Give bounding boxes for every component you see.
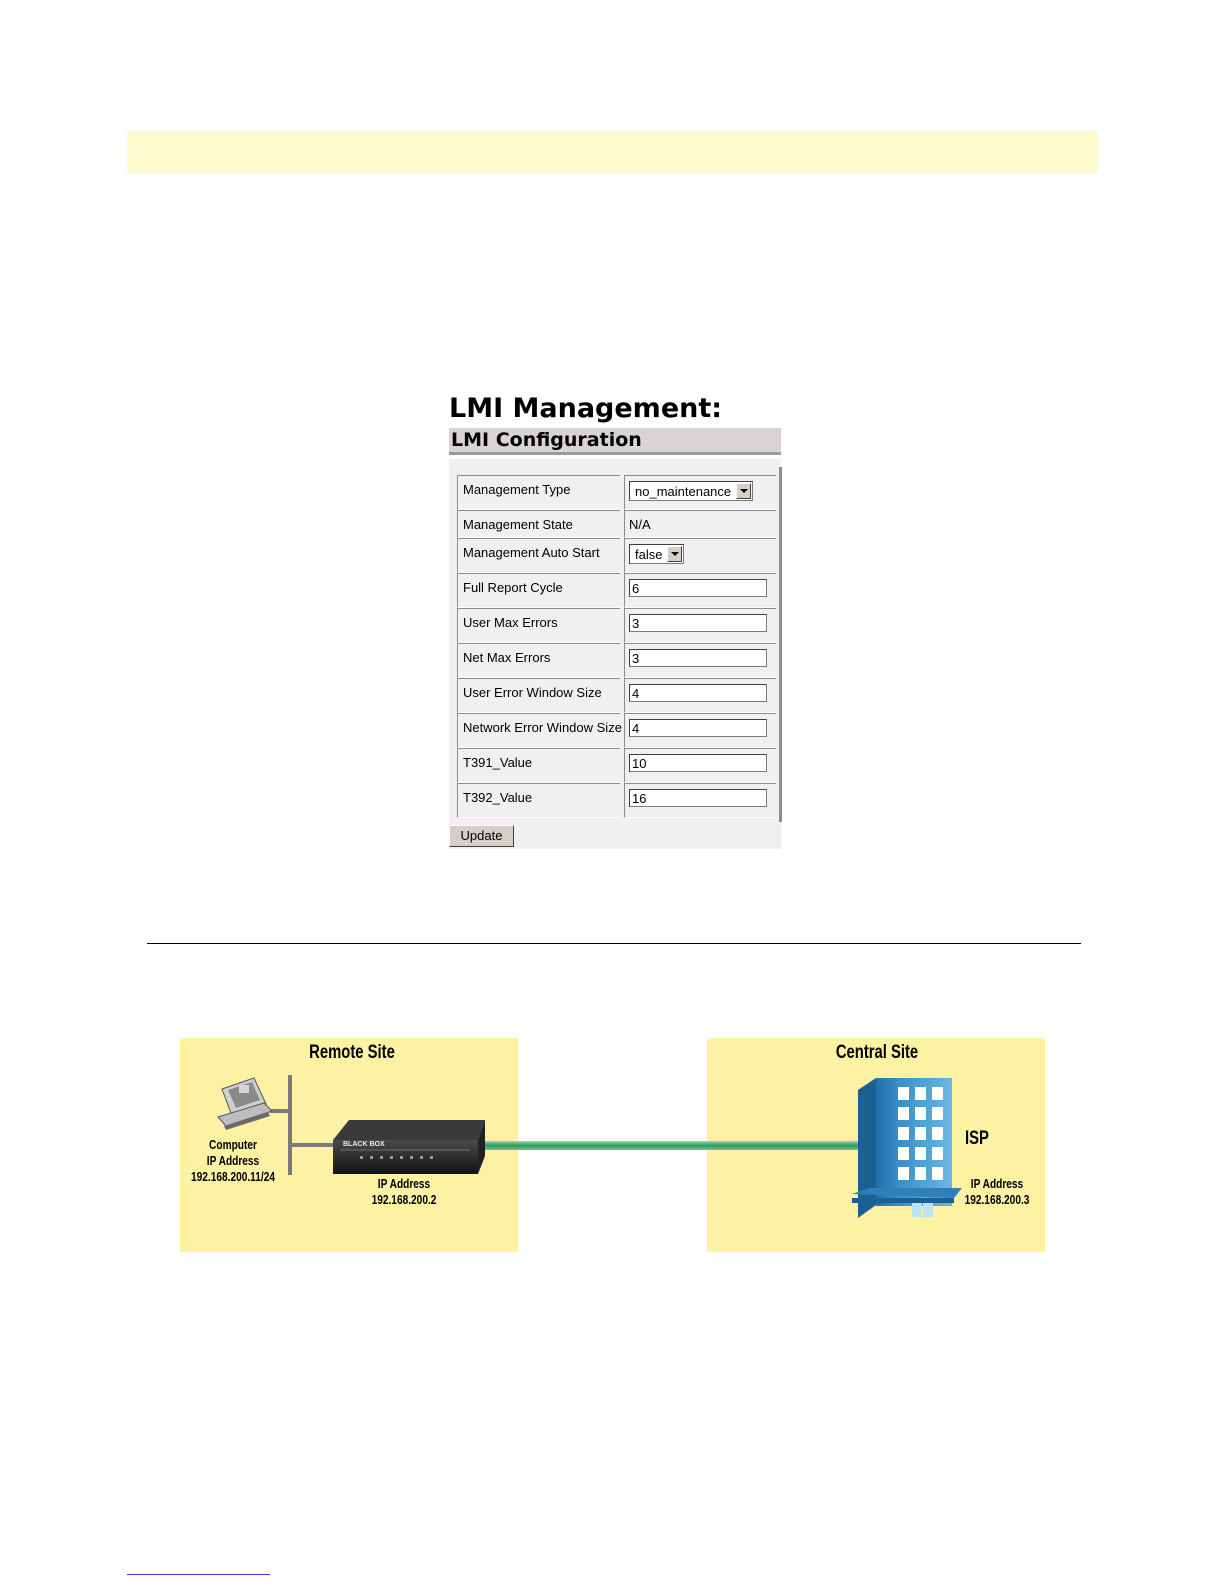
lmi-value-input[interactable]: 6 [629, 579, 767, 597]
isp-label: ISP [965, 1128, 989, 1149]
lmi-row-value-cell: no_maintenance [624, 475, 776, 510]
lmi-value-input[interactable]: 4 [629, 719, 767, 737]
lmi-row: T392_Value 16 [457, 783, 776, 818]
computer-icon [217, 1077, 273, 1130]
isp-ip-label: IP Address [970, 1176, 1024, 1191]
lmi-row-label-cell: Net Max Errors [457, 643, 620, 678]
lmi-row-label: Management Auto Start [463, 545, 600, 560]
lmi-row: Management Type no_maintenance [457, 475, 776, 510]
lmi-management-panel: LMI Management: LMI Configuration Manage… [449, 395, 782, 850]
update-button[interactable]: Update [449, 825, 514, 847]
lmi-row-value-cell: 4 [624, 678, 776, 713]
lmi-value-text: N/A [629, 517, 651, 532]
isp-building-icon [852, 1078, 962, 1218]
lan-bus [270, 1075, 335, 1175]
lmi-row: Network Error Window Size 4 [457, 713, 776, 748]
lmi-row-label-cell: T391_Value [457, 748, 620, 783]
lmi-row: Management Auto Start false [457, 538, 776, 573]
lmi-row-label: Management Type [463, 482, 571, 497]
dropdown-arrow-icon[interactable] [667, 546, 682, 562]
lmi-row: User Max Errors 3 [457, 608, 776, 643]
section-divider [147, 943, 1081, 944]
lmi-value-select[interactable]: false [629, 544, 684, 564]
lmi-value-input[interactable]: 16 [629, 789, 767, 807]
lmi-subheader: LMI Configuration [449, 428, 781, 455]
lmi-row-label-cell: Full Report Cycle [457, 573, 620, 608]
lmi-row-label: User Error Window Size [463, 685, 602, 700]
router-ip-label: IP Address [377, 1176, 431, 1191]
lmi-row-label-cell: Management Auto Start [457, 538, 620, 573]
wan-link [476, 1141, 862, 1150]
lmi-title: LMI Management: [449, 393, 723, 424]
lmi-row-value-cell: 10 [624, 748, 776, 783]
lmi-value-input[interactable]: 10 [629, 754, 767, 772]
lmi-row: User Error Window Size 4 [457, 678, 776, 713]
lmi-row-value-cell: 16 [624, 783, 776, 818]
lmi-row-label: Management State [463, 517, 573, 532]
lmi-row-value-cell: N/A [624, 510, 776, 538]
lmi-value-input[interactable]: 4 [629, 684, 767, 702]
lmi-row-label: T392_Value [463, 790, 533, 805]
lmi-row-value-cell: 3 [624, 643, 776, 678]
router-icon: BLACK BOX [333, 1120, 485, 1174]
lmi-row-label: User Max Errors [463, 615, 558, 630]
lmi-row-label-cell: Management Type [457, 475, 620, 510]
isp-ip: 192.168.200.3 [964, 1192, 1030, 1207]
computer-ip-label: IP Address [206, 1153, 260, 1168]
lmi-row-value-cell: 4 [624, 713, 776, 748]
lmi-value-select[interactable]: no_maintenance [629, 481, 753, 501]
lmi-value-input[interactable]: 3 [629, 614, 767, 632]
lmi-row-label-cell: User Max Errors [457, 608, 620, 643]
lmi-row-label-cell: User Error Window Size [457, 678, 620, 713]
footer-link-underline [127, 1574, 270, 1575]
lmi-subtitle: LMI Configuration [451, 429, 642, 451]
lmi-row-value-cell: 3 [624, 608, 776, 643]
lmi-value-input[interactable]: 3 [629, 649, 767, 667]
lmi-row: Management State N/A [457, 510, 776, 538]
lmi-row-label-cell: Management State [457, 510, 620, 538]
lmi-row-value-cell: 6 [624, 573, 776, 608]
central-site-title: Central Site [835, 1042, 919, 1063]
select-value: false [635, 547, 663, 562]
frame-edge [779, 467, 782, 822]
header-band [127, 131, 1098, 173]
lmi-row-label: T391_Value [463, 755, 533, 770]
dropdown-arrow-icon[interactable] [736, 483, 751, 499]
lmi-row: T391_Value 10 [457, 748, 776, 783]
lmi-row-label-cell: Network Error Window Size [457, 713, 622, 748]
lmi-row-label-cell: T392_Value [457, 783, 620, 818]
lmi-row-value-cell: false [624, 538, 776, 573]
computer-label: Computer [209, 1137, 257, 1152]
lmi-row: Full Report Cycle 6 [457, 573, 776, 608]
lmi-row: Net Max Errors 3 [457, 643, 776, 678]
lmi-row-label: Network Error Window Size [463, 720, 622, 735]
building-windows [898, 1087, 943, 1180]
lmi-row-label: Full Report Cycle [463, 580, 563, 595]
lmi-row-label: Net Max Errors [463, 650, 551, 665]
select-value: no_maintenance [635, 484, 732, 499]
computer-ip: 192.168.200.11/24 [190, 1169, 276, 1184]
router-ip: 192.168.200.2 [371, 1192, 437, 1207]
router-brand: BLACK BOX [343, 1141, 385, 1148]
remote-site-title: Remote Site [309, 1042, 395, 1063]
